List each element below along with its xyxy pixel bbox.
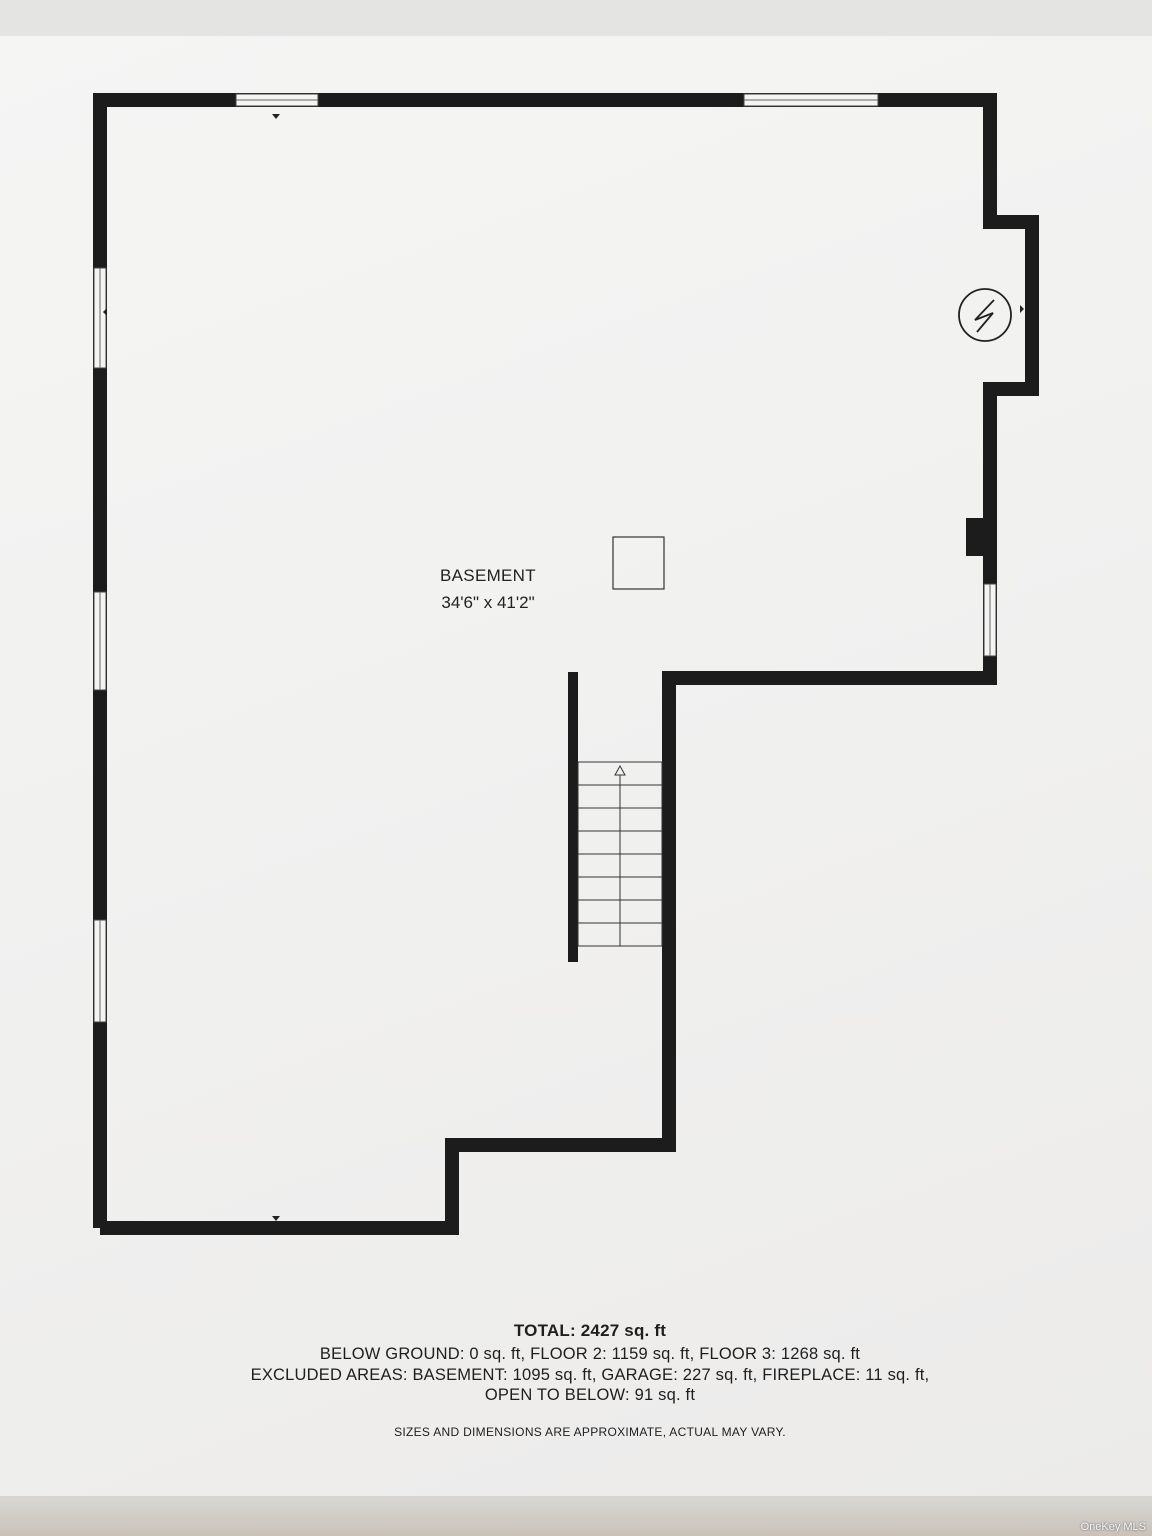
wall-marker-left [103, 308, 107, 316]
wall-marker-right [1020, 305, 1024, 313]
excluded-areas-line: EXCLUDED AREAS: BASEMENT: 1095 sq. ft, G… [250, 1366, 930, 1384]
watermark: OneKey MLS [1080, 1521, 1146, 1533]
window-left-middle [93, 591, 107, 691]
window-left-upper [93, 267, 107, 369]
window-top-left [235, 93, 319, 107]
window-right [983, 583, 997, 657]
window-top-right [743, 93, 879, 107]
electrical-panel-icon [958, 288, 1012, 342]
window-left-lower [93, 919, 107, 1023]
room-label-dimensions: 34'6" x 41'2" [441, 593, 535, 612]
total-area: TOTAL: 2427 sq. ft [513, 1321, 667, 1340]
wall-marker-top [272, 114, 280, 119]
floor-areas-line: BELOW GROUND: 0 sq. ft, FLOOR 2: 1159 sq… [319, 1345, 861, 1363]
exterior-wall [93, 93, 1039, 1235]
support-column [612, 536, 665, 590]
wall-block [966, 518, 988, 556]
open-to-below-line: OPEN TO BELOW: 91 sq. ft [484, 1386, 696, 1404]
disclaimer: SIZES AND DIMENSIONS ARE APPROXIMATE, AC… [394, 1425, 786, 1439]
stairs [577, 761, 663, 947]
stair-direction-arrow-icon [614, 764, 626, 776]
wall-marker-bottom [272, 1216, 280, 1221]
room-label-name: BASEMENT [440, 566, 536, 585]
